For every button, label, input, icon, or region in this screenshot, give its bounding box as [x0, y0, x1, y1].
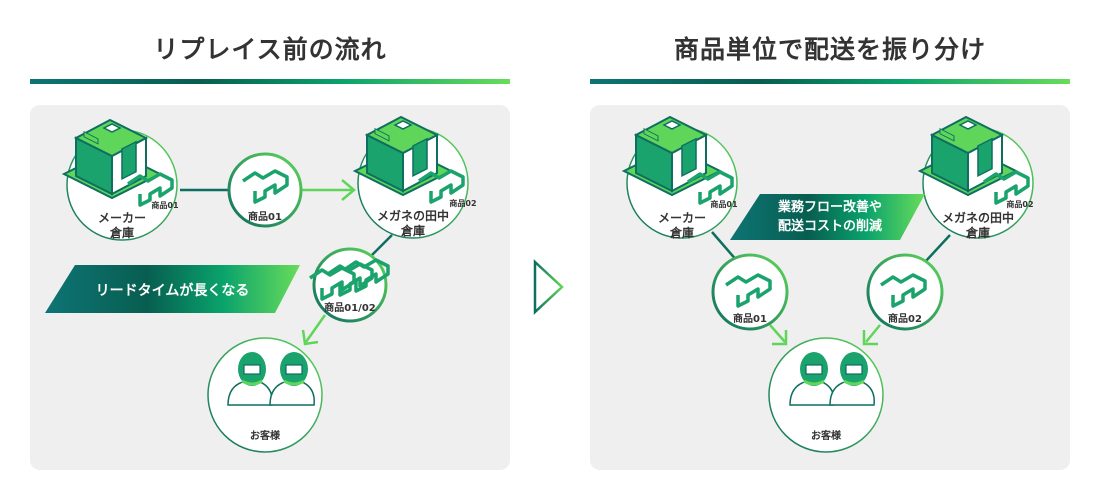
- arrow-items-customer: [304, 314, 327, 343]
- right-megane-label-line1: メガネの田中: [941, 211, 1014, 225]
- maker-label-line2: 倉庫: [109, 226, 134, 240]
- megane-label: メガネの田中 倉庫: [363, 209, 463, 239]
- megane-label-line1: メガネの田中: [376, 209, 449, 223]
- right-megane-label: メガネの田中 倉庫: [928, 211, 1028, 241]
- right-title-underline: [590, 79, 1070, 84]
- right-megane-tag: 商品02: [1006, 200, 1034, 209]
- megane-tag: 商品02: [449, 199, 477, 208]
- right-banner-line2: 配送コストの削減: [777, 219, 882, 234]
- left-title: リプレイス前の流れ: [153, 35, 387, 64]
- item01-label: 商品01: [248, 212, 282, 223]
- items0102-label: 商品01/02: [324, 303, 376, 314]
- right-megane-label-line2: 倉庫: [965, 226, 990, 240]
- left-banner-text: リードタイムが長くなる: [95, 283, 250, 299]
- right-title: 商品単位で配送を振り分け: [673, 35, 986, 64]
- right-banner-shape: [730, 194, 925, 240]
- right-banner-text: 業務フロー改善や 配送コストの削減: [745, 198, 915, 236]
- left-banner-shape: [45, 265, 300, 313]
- maker-label: メーカー 倉庫: [82, 211, 162, 241]
- transition-arrow-icon: [533, 259, 564, 315]
- right-maker-label-line1: メーカー: [657, 211, 706, 225]
- megane-label-line2: 倉庫: [400, 224, 425, 238]
- maker-label-line1: メーカー: [97, 211, 146, 225]
- right-customer-label: お客様: [811, 431, 841, 442]
- right-maker-label: メーカー 倉庫: [642, 211, 722, 241]
- maker-tag: 商品01: [151, 201, 179, 210]
- right-item02-label: 商品02: [888, 314, 922, 325]
- right-banner-line1: 業務フロー改善や: [777, 200, 882, 215]
- right-maker-tag: 商品01: [710, 200, 738, 209]
- customer-label: お客様: [250, 431, 280, 442]
- right-item01-label: 商品01: [733, 314, 767, 325]
- right-maker-label-line2: 倉庫: [669, 226, 694, 240]
- left-title-underline: [30, 79, 510, 84]
